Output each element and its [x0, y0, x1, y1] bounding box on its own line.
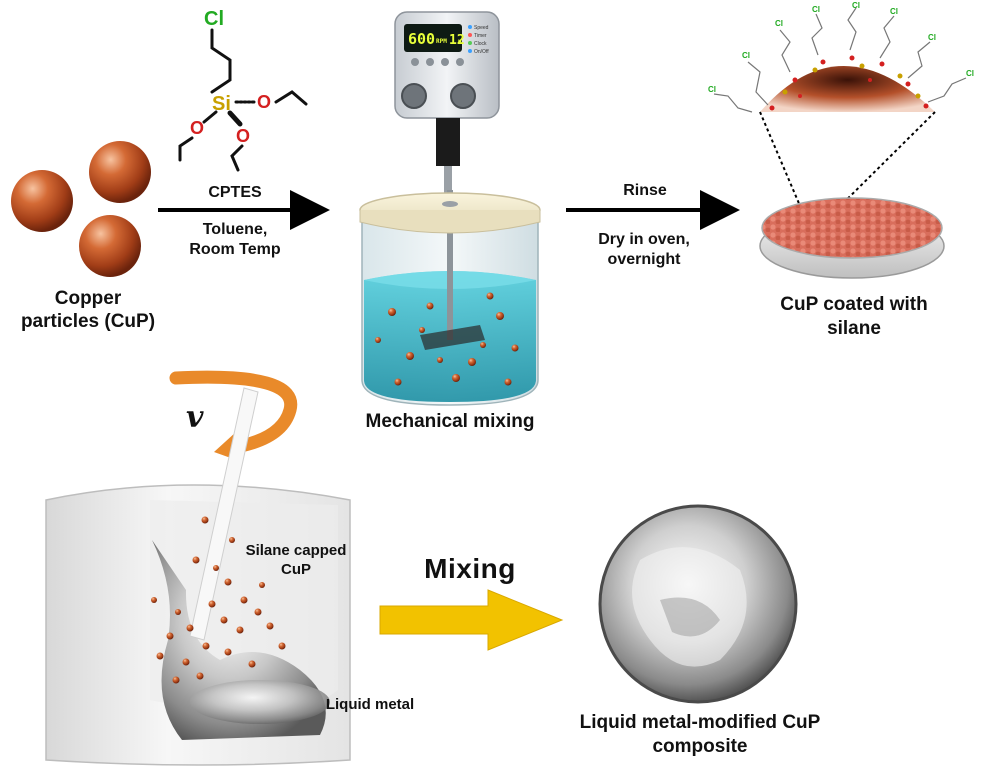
- wedge-bond: [227, 110, 243, 127]
- ethoxy-group: [178, 136, 194, 162]
- legend-speed: Speed: [474, 25, 489, 31]
- mixing-arrow-shape: [379, 589, 564, 651]
- stirrer-button: [456, 58, 464, 66]
- liquid-metal-label: Liquid metal: [325, 696, 415, 713]
- chlorine-atom: Cl: [890, 7, 898, 16]
- si-o-bond: [202, 110, 218, 124]
- stirrer-button: [426, 58, 434, 66]
- beaker: [359, 190, 541, 406]
- chlorine-atom: Cl: [742, 51, 750, 60]
- composite-label: Liquid metal-modified CuP: [579, 712, 821, 733]
- ethoxy-group: [230, 144, 244, 172]
- reagent-label: CPTES: [208, 184, 262, 201]
- overnight-label: overnight: [607, 251, 681, 268]
- stirrer-knob: [401, 83, 427, 109]
- oxygen-atom: O: [236, 126, 250, 146]
- copper-particles-illustration: [11, 141, 151, 277]
- cptes-molecule: Cl Si O O O: [178, 8, 308, 172]
- copper-particles-label: Copper particles (CuP): [20, 288, 156, 332]
- stirrer-shaft-upper: [444, 166, 452, 196]
- dry-label: Dry in oven,: [598, 231, 690, 248]
- stirring-rod: [189, 387, 259, 641]
- velocity-label: v: [186, 400, 204, 435]
- chlorine-atom: Cl: [204, 8, 224, 30]
- lid-rim: [359, 210, 541, 234]
- coated-particle-surface: [760, 66, 935, 112]
- rotation-band: [169, 370, 298, 455]
- ethoxy-group: [274, 90, 308, 106]
- time-unit: H: [458, 39, 462, 46]
- coated-label-line2: silane: [827, 318, 881, 339]
- stirrer-button: [411, 58, 419, 66]
- stirrer-knob: [450, 83, 476, 109]
- chlorine-atom: Cl: [775, 19, 783, 28]
- copper-particle: [11, 170, 73, 232]
- stirrer-chuck: [436, 118, 460, 166]
- mechanical-mixing-label: Mechanical mixing: [365, 411, 535, 432]
- silane-chains: [713, 7, 967, 113]
- oxygen-atom: O: [257, 92, 271, 112]
- temperature-label: Room Temp: [189, 241, 281, 258]
- speed-unit: RPM: [436, 38, 447, 45]
- time-readout: 12: [449, 33, 465, 48]
- silane-capped-particles: [151, 516, 286, 684]
- legend-timer: Timer: [474, 33, 487, 39]
- legend-on-off: On/Off: [474, 49, 489, 55]
- propyl-chain: [210, 28, 232, 94]
- coated-label: CuP coated with: [780, 294, 928, 315]
- copper-particle: [79, 215, 141, 277]
- chlorine-atom: Cl: [852, 1, 860, 10]
- legend-clock: Clock: [474, 41, 487, 47]
- impeller: [420, 325, 485, 350]
- oxygen-atom: O: [190, 118, 204, 138]
- solvent-label: Toluene,: [202, 221, 268, 238]
- mixing-label: Mixing: [424, 553, 516, 584]
- chlorine-atom: Cl: [708, 85, 716, 94]
- copper-particle: [89, 141, 151, 203]
- overhead-stirrer: 600 RPM 12 H Speed Timer Clock On/Off: [394, 11, 500, 196]
- composite-sample: [598, 504, 798, 704]
- stirrer-shaft: [447, 190, 453, 340]
- mixing-arrow: [379, 589, 564, 651]
- chlorine-atom: Cl: [812, 5, 820, 14]
- stirrer-display: [404, 24, 462, 52]
- stirrer-button: [441, 58, 449, 66]
- oxygen-bonds: [769, 55, 929, 111]
- silane-capped-label-line2: CuP: [281, 561, 311, 578]
- petri-dish: [759, 197, 945, 279]
- silane-capped-label: Silane capped: [245, 542, 347, 559]
- mixing-cup: [45, 387, 351, 766]
- composite-label-line2: composite: [652, 736, 748, 757]
- silicon-atom: Si: [212, 93, 231, 115]
- chlorine-atom: Cl: [966, 69, 974, 78]
- coated-powder: [761, 197, 943, 259]
- liquid-metal-pool: [190, 680, 330, 724]
- speed-readout: 600: [408, 30, 435, 48]
- suspended-particles: [375, 292, 519, 386]
- chlorine-atom: Cl: [928, 33, 936, 42]
- rinse-label: Rinse: [623, 182, 667, 199]
- silicon-atoms: [782, 63, 921, 99]
